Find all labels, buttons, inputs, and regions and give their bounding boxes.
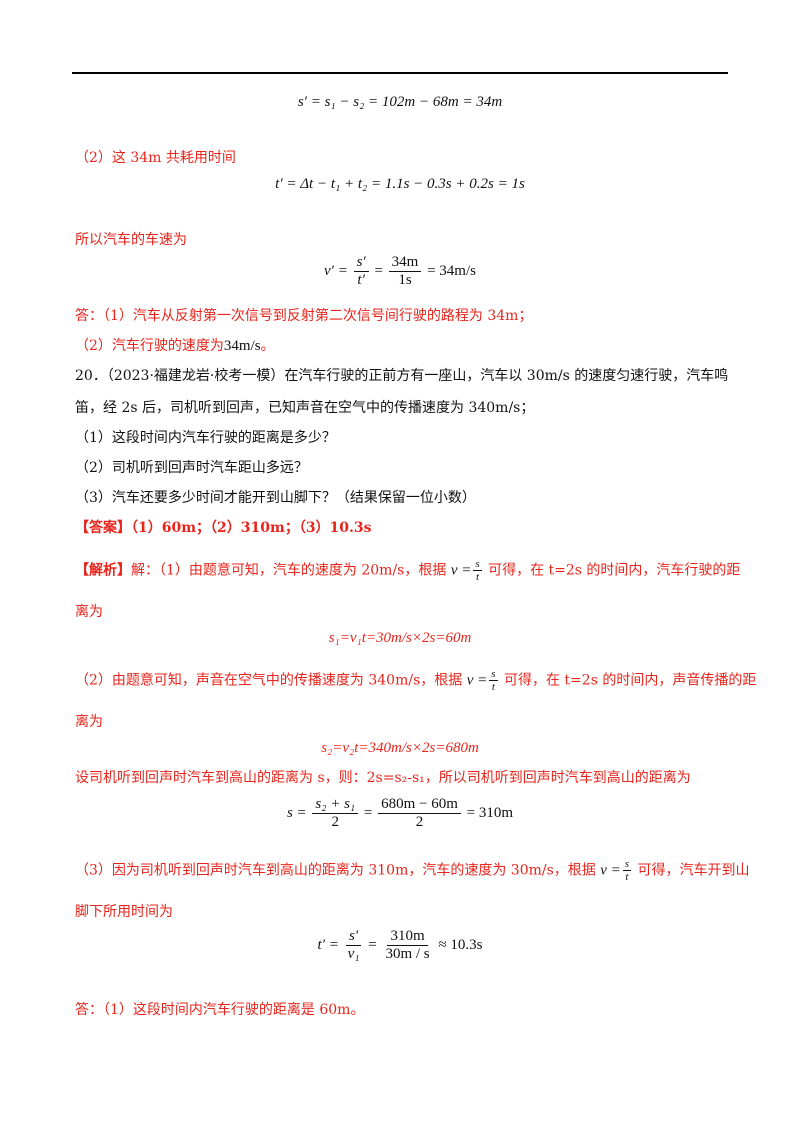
question-20-line-2: 笛，经 2s 后，司机听到回声，已知声音在空气中的传播速度为 340m/s；	[75, 400, 535, 416]
analysis-para-4-cont: 脚下所用时间为	[75, 904, 173, 920]
answer-line-1: 答：（1）汽车从反射第一次信号到反射第二次信号间行驶的路程为 34m；	[75, 308, 533, 324]
equation-s-prime: s′ = s₁ − s₂ = 102m − 68m = 34m	[297, 94, 503, 110]
analysis-para-3: 设司机听到回声时汽车到高山的距离为 s，则：2s=s₂-s₁，所以司机听到回声时…	[75, 770, 691, 786]
fraction-s-over-t: s′t′	[353, 254, 369, 289]
analysis-para-2-cont: 离为	[75, 714, 103, 730]
question-20-sub-1: （1）这段时间内汽车行驶的距离是多少？	[75, 430, 336, 446]
part2-intro: （2）这 34m 共耗用时间	[75, 150, 236, 166]
question-20-sub-3: （3）汽车还要多少时间才能开到山脚下？（结果保留一位小数）	[75, 490, 476, 506]
answer-line: 【答案】（1）60m；（2）310m；（3）10.3s	[75, 520, 372, 536]
equation-t-prime: t′ = Δt − t₁ + t₂ = 1.1s − 0.3s + 0.2s =…	[275, 176, 525, 192]
analysis-para-1-cont: 离为	[75, 604, 103, 620]
equation-s2: s₂=v₂t=340m/s×2s=680m	[321, 740, 479, 756]
analysis-para-4: （3）因为司机听到回声时汽车到高山的距离为 310m，汽车的速度为 30m/s，…	[75, 858, 750, 883]
equation-s1: s₁=v₁t=30m/s×2s=60m	[328, 630, 472, 646]
speed-intro: 所以汽车的车速为	[75, 232, 187, 248]
question-20-sub-2: （2）司机听到回声时汽车距山多远？	[75, 460, 308, 476]
answer-line-2: （2）汽车行驶的速度为34m/s。	[75, 338, 275, 354]
header-rule	[72, 72, 728, 74]
final-answer: 答：（1）这段时间内汽车行驶的距离是 60m。	[75, 1002, 365, 1018]
question-20-line-1: 20．（2023·福建龙岩·校考一模）在汽车行驶的正前方有一座山，汽车以 30m…	[75, 368, 729, 384]
